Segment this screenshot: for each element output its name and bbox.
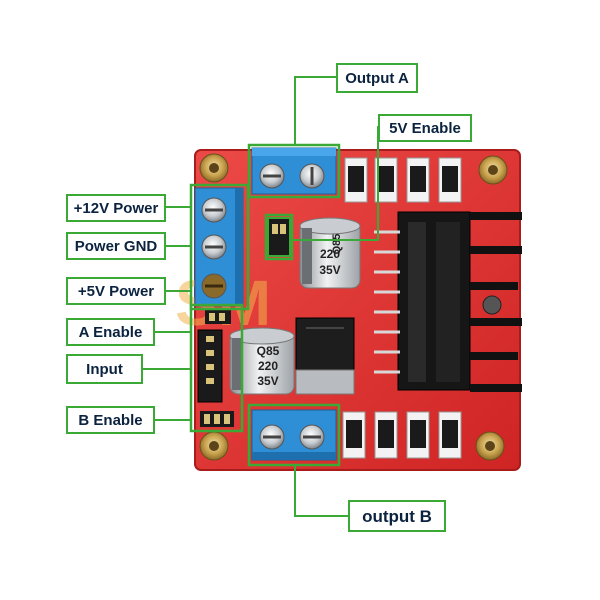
mounting-hole-icon [199,153,229,183]
capacitor-icon: Q85 220 35V [299,217,361,289]
capacitor-marking-line: Q85 [257,344,280,358]
screw-terminal-icon [299,163,325,189]
label-output-a: Output A [336,63,418,93]
screw-terminal-icon [259,163,285,189]
capacitor-marking-line: Q85 [331,234,343,255]
capacitor-marking-line: 220 [258,359,278,373]
label-5v-enable: 5V Enable [378,114,472,142]
voltage-regulator-icon [295,317,355,395]
heatsink-icon [397,211,522,392]
screw-terminal-icon [299,424,325,450]
power-terminal [194,187,244,307]
output-b-terminal [251,409,337,461]
diode-icon [374,411,398,459]
capacitor-marking-line: 35V [319,263,340,277]
capacitor-marking-line: 35V [257,374,278,388]
mounting-hole-icon [478,155,508,185]
label-b-enable: B Enable [66,406,155,434]
diode-icon [406,411,430,459]
label-power-gnd: Power GND [66,232,166,260]
screw-terminal-icon [201,273,227,299]
label-a-enable: A Enable [66,318,155,346]
screw-terminal-icon [201,234,227,260]
diode-icon [344,157,368,203]
diode-icon [406,157,430,203]
diode-icon [342,411,366,459]
mounting-hole-icon [475,431,505,461]
screw-terminal-icon [201,197,227,223]
screw-terminal-icon [259,424,285,450]
jumper-icon [267,217,291,257]
chip-pins [374,230,400,374]
diode-icon [438,411,462,459]
capacitor-marking-line: 220 [320,247,340,261]
label-input: Input [66,354,143,384]
highlight-5v-jumper [264,213,294,261]
jumper-icon [200,411,234,427]
output-a-terminal [251,147,337,195]
mounting-hole-icon [199,431,229,461]
leader-output-b [294,465,348,517]
label-12v-power: +12V Power [66,194,166,222]
leader-output-a [294,76,336,145]
label-output-b: output B [348,500,446,532]
diode-icon [438,157,462,203]
label-5v-power: +5V Power [66,277,166,305]
capacitor-icon: Q85 220 35V [229,327,295,395]
diode-icon [374,157,398,203]
jumper-icon [205,310,231,324]
input-header [197,329,223,403]
